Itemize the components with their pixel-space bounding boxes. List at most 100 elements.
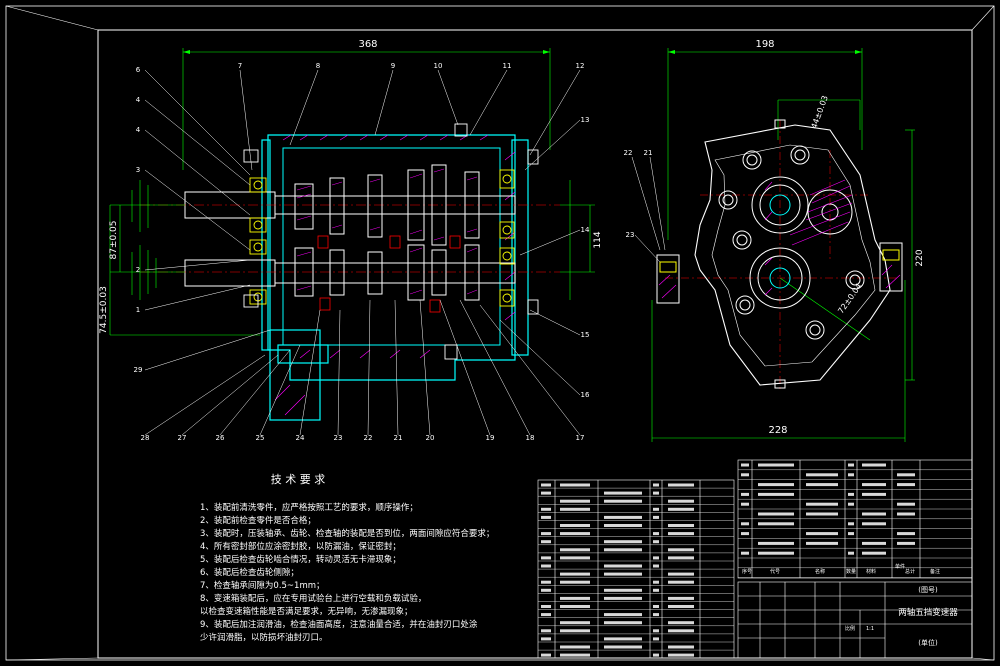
cell-mark bbox=[604, 621, 642, 625]
cell-mark bbox=[560, 596, 590, 600]
tech-line-10: 9、装配后加注润滑油，检查油面高度，注意油量合适，并在油封刃口处涂 bbox=[200, 619, 478, 630]
cell-mark bbox=[541, 491, 551, 495]
cell-mark bbox=[668, 507, 694, 511]
callout: 21 bbox=[394, 434, 403, 442]
dim-right-height-text: 220 bbox=[915, 249, 925, 266]
tech-line-7: 7、检查轴承间隙为0.5~1mm； bbox=[200, 580, 325, 591]
tech-line-1: 1、装配前清洗零件，应严格按照工艺的要求，顺序操作； bbox=[200, 502, 418, 513]
header-cell: 代号 bbox=[770, 568, 780, 575]
tech-line-3: 3、装配时，压装轴承、齿轮、检查轴的装配是否到位，两面间隙应符合要求； bbox=[200, 528, 494, 539]
upper-gears bbox=[294, 164, 480, 246]
gear-hatch bbox=[296, 168, 478, 295]
shift-hatch bbox=[764, 179, 853, 296]
cell-mark bbox=[848, 502, 854, 506]
cell-mark bbox=[604, 588, 642, 592]
cell-mark bbox=[758, 541, 794, 545]
cell-mark bbox=[604, 524, 642, 527]
cell-mark bbox=[604, 564, 642, 568]
cell-mark bbox=[806, 502, 838, 506]
cell-mark bbox=[862, 463, 886, 467]
cell-mark bbox=[604, 637, 642, 641]
cell-mark bbox=[560, 629, 590, 633]
cell-mark bbox=[741, 532, 749, 536]
cell-mark bbox=[668, 483, 694, 487]
cell-mark bbox=[604, 540, 642, 544]
cell-mark bbox=[848, 522, 854, 526]
dim-gear-center-text: 44±0.03 bbox=[809, 94, 829, 130]
callout: 12 bbox=[576, 62, 585, 70]
callout: 10 bbox=[434, 62, 443, 70]
callout: 28 bbox=[141, 434, 150, 442]
tech-line-8: 8、变速箱装配后，应在专用试验台上进行空载和负载试验， bbox=[200, 593, 426, 604]
cell-mark bbox=[897, 502, 915, 506]
callout: 18 bbox=[526, 434, 535, 442]
technical-requirements: 技 术 要 求 1、装配前清洗零件，应严格按照工艺的要求，顺序操作； 2、装配前… bbox=[200, 473, 494, 643]
housing-hatch bbox=[274, 134, 516, 416]
cell-mark bbox=[604, 572, 642, 576]
dim-side-width-text: 198 bbox=[755, 39, 774, 50]
callout: 9 bbox=[391, 62, 395, 70]
cell-mark bbox=[560, 653, 590, 657]
header-cell: 总计 bbox=[905, 568, 915, 575]
section-view: 368 bbox=[99, 39, 603, 442]
side-housing bbox=[694, 124, 891, 386]
cell-mark bbox=[604, 515, 642, 519]
cell-mark bbox=[560, 621, 590, 625]
tech-line-9: 以检查变速箱性能是否满足要求，无异响，无渗漏现象； bbox=[200, 606, 413, 617]
cell-mark bbox=[862, 483, 886, 487]
tech-line-6: 6、装配后检查齿轮侧隙； bbox=[200, 567, 299, 578]
callout: 17 bbox=[576, 434, 585, 442]
tech-line-11: 少许润滑脂，以防损坏油封刃口。 bbox=[200, 632, 328, 643]
shaft-bores bbox=[749, 176, 853, 309]
header-cell: 名称 bbox=[815, 568, 825, 575]
cell-mark bbox=[653, 637, 659, 641]
callout: 22 bbox=[364, 434, 373, 442]
cell-mark bbox=[541, 629, 551, 633]
table-text-marks bbox=[741, 463, 915, 555]
cell-mark bbox=[541, 613, 551, 617]
cell-mark bbox=[848, 473, 854, 477]
cell-mark bbox=[653, 629, 659, 633]
cell-mark bbox=[741, 492, 749, 496]
callouts-left: 6 4 4 3 2 1 29 bbox=[134, 66, 143, 374]
cell-mark bbox=[604, 596, 642, 600]
cell-mark bbox=[862, 551, 886, 555]
tech-title: 技 术 要 求 bbox=[271, 473, 326, 486]
header-cell: 材料 bbox=[866, 568, 876, 575]
cell-mark bbox=[653, 564, 659, 568]
cell-mark bbox=[668, 572, 694, 576]
callout: 27 bbox=[178, 434, 187, 442]
cell-mark bbox=[741, 463, 749, 467]
cell-mark bbox=[741, 551, 749, 555]
cell-mark bbox=[897, 473, 915, 477]
cell-mark bbox=[741, 473, 749, 477]
cell-mark bbox=[668, 532, 694, 536]
callout: 6 bbox=[136, 66, 141, 74]
table-rows bbox=[538, 487, 734, 651]
cell-mark bbox=[668, 653, 694, 657]
cell-mark bbox=[604, 491, 642, 495]
callout: 24 bbox=[296, 434, 305, 442]
cell-mark bbox=[741, 522, 749, 526]
dim-bottom-width-text: 228 bbox=[768, 425, 787, 436]
callout: 13 bbox=[581, 116, 590, 124]
output-shaft bbox=[140, 259, 560, 287]
cell-mark bbox=[541, 556, 551, 560]
cell-mark bbox=[541, 588, 551, 592]
dimension-main-width: 368 bbox=[182, 39, 551, 170]
cell-mark bbox=[541, 605, 551, 608]
cell-mark bbox=[653, 491, 659, 495]
cell-mark bbox=[668, 524, 694, 527]
cell-mark bbox=[897, 541, 915, 545]
callout: 7 bbox=[238, 62, 242, 70]
cell-mark bbox=[604, 613, 642, 617]
callout: 26 bbox=[216, 434, 225, 442]
cell-mark bbox=[560, 645, 590, 649]
cell-mark bbox=[604, 645, 642, 649]
cell-mark bbox=[653, 580, 659, 584]
cell-mark bbox=[560, 572, 590, 576]
cell-mark bbox=[541, 637, 551, 641]
cell-mark bbox=[560, 532, 590, 536]
callout: 15 bbox=[581, 331, 590, 339]
cell-mark bbox=[560, 499, 590, 503]
